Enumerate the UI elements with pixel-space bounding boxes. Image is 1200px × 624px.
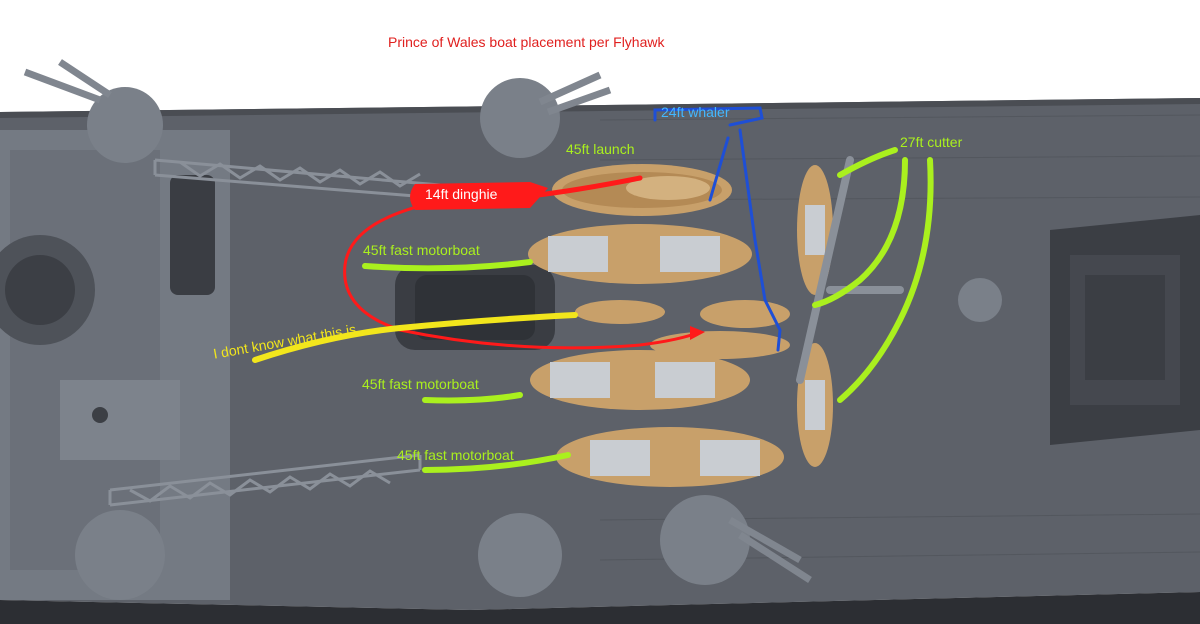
gun-turrets [23, 59, 1002, 600]
image-title: Prince of Wales boat placement per Flyha… [388, 34, 665, 50]
yellow-annotation [252, 312, 578, 363]
whaler [650, 331, 790, 359]
label-14ft-dinghie: 14ft dinghie [425, 186, 498, 202]
blue-annotation [653, 106, 782, 352]
unknown-boat [575, 300, 665, 324]
label-motorboat-2: 45ft fast motorboat [362, 376, 479, 392]
deck-edge-bottom [0, 592, 1200, 624]
deck-edge-top [0, 98, 1200, 118]
green-annotation [362, 147, 934, 473]
label-24ft-whaler: 24ft whaler [661, 104, 730, 120]
label-motorboat-3: 45ft fast motorboat [397, 447, 514, 463]
cranes [108, 158, 442, 507]
label-45ft-launch: 45ft launch [566, 141, 635, 157]
label-motorboat-1: 45ft fast motorboat [363, 242, 480, 258]
label-27ft-cutter: 27ft cutter [900, 134, 963, 150]
deckhouse-right [1050, 215, 1200, 445]
